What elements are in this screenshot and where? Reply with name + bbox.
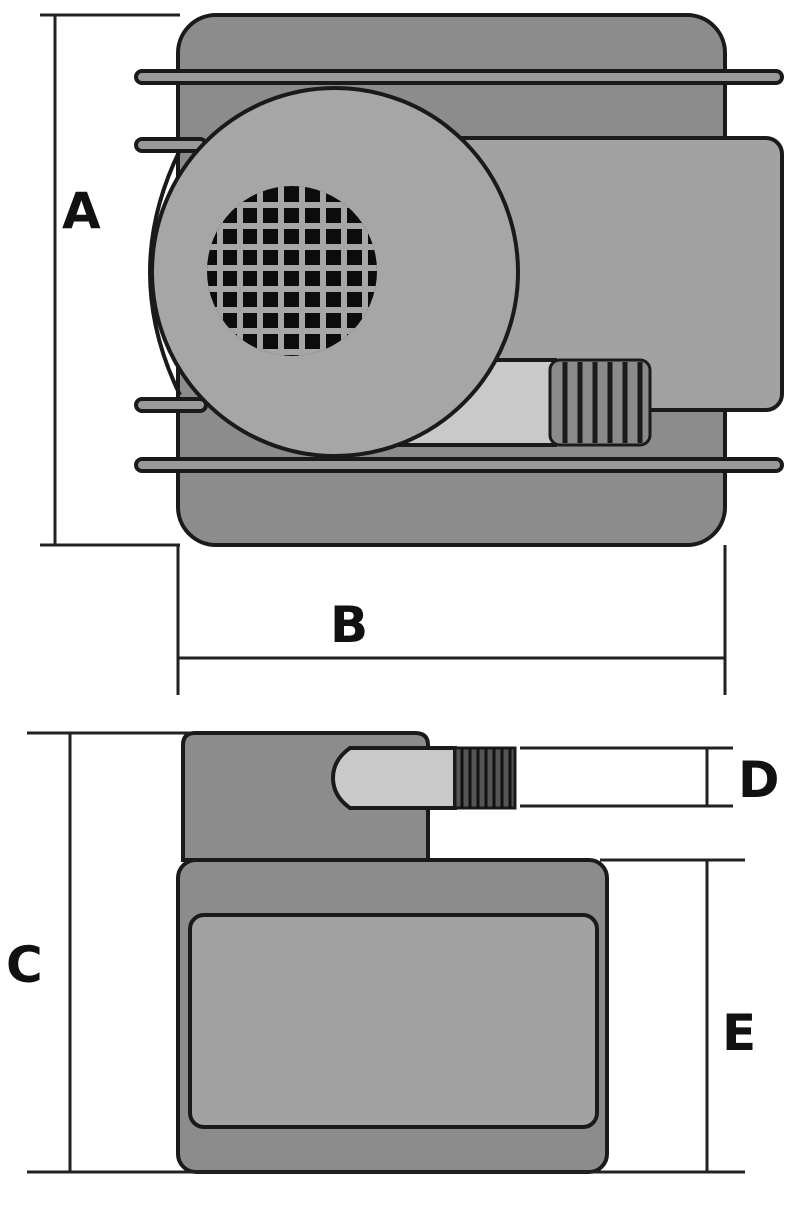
rail-bottom	[134, 457, 784, 473]
dimension-d: D	[520, 746, 780, 809]
rail-top	[134, 69, 784, 85]
dimension-c: C	[6, 731, 745, 1174]
thread	[453, 746, 517, 810]
label-d: D	[738, 751, 780, 809]
label-a: A	[62, 182, 101, 240]
rail-upper-left	[134, 137, 208, 153]
top-view	[134, 13, 784, 547]
rail-lower-left	[134, 397, 208, 413]
grille	[207, 186, 377, 356]
label-e: E	[722, 1004, 756, 1062]
bullet-nozzle	[330, 746, 457, 810]
dimension-a: A	[40, 13, 180, 547]
dimension-e: E	[600, 858, 756, 1172]
label-c: C	[6, 936, 43, 994]
label-b: B	[330, 596, 368, 654]
inner-panel	[188, 913, 599, 1129]
dimension-b: B	[176, 545, 727, 695]
coil-spring	[548, 358, 652, 447]
side-view	[176, 731, 609, 1174]
